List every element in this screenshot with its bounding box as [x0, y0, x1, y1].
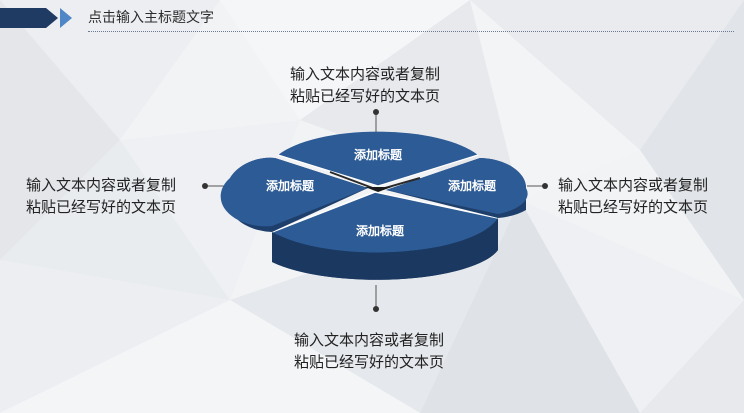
note-left-line2: 粘贴已经写好的文本页 — [26, 198, 177, 216]
note-left-line1: 输入文本内容或者复制 — [26, 176, 177, 194]
connector-dot-bottom — [373, 306, 379, 312]
segment-left[interactable] — [220, 157, 368, 232]
note-top-line1: 输入文本内容或者复制 — [290, 65, 441, 83]
header-divider — [88, 31, 734, 32]
chevron-right-icon — [60, 8, 72, 28]
center-gap — [365, 187, 392, 192]
note-left[interactable]: 输入文本内容或者复制 粘贴已经写好的文本页 — [26, 174, 176, 218]
segment-bottom[interactable] — [271, 191, 499, 280]
note-top[interactable]: 输入文本内容或者复制 粘贴已经写好的文本页 — [290, 63, 440, 107]
segment-label-top: 添加标题 — [354, 147, 403, 162]
note-bottom-line1: 输入文本内容或者复制 — [294, 331, 445, 349]
segment-label-right: 添加标题 — [448, 178, 497, 193]
connector-dot-right — [542, 183, 548, 189]
note-right-line1: 输入文本内容或者复制 — [558, 176, 709, 194]
segment-label-left: 添加标题 — [266, 178, 315, 193]
note-right-line2: 粘贴已经写好的文本页 — [558, 198, 709, 216]
page-title[interactable]: 点击输入主标题文字 — [88, 10, 214, 26]
header-bar-icon — [0, 8, 46, 28]
connector-dot-top — [373, 109, 379, 115]
header: 点击输入主标题文字 — [0, 0, 744, 36]
connector-dot-left — [202, 183, 208, 189]
chevron-right-icon — [46, 8, 58, 28]
note-right[interactable]: 输入文本内容或者复制 粘贴已经写好的文本页 — [558, 174, 708, 218]
note-bottom[interactable]: 输入文本内容或者复制 粘贴已经写好的文本页 — [294, 329, 444, 373]
segment-label-bottom: 添加标题 — [356, 223, 405, 238]
segment-right[interactable] — [386, 158, 528, 218]
note-bottom-line2: 粘贴已经写好的文本页 — [294, 353, 445, 371]
note-top-line2: 粘贴已经写好的文本页 — [290, 87, 441, 105]
segment-top[interactable] — [277, 131, 479, 187]
